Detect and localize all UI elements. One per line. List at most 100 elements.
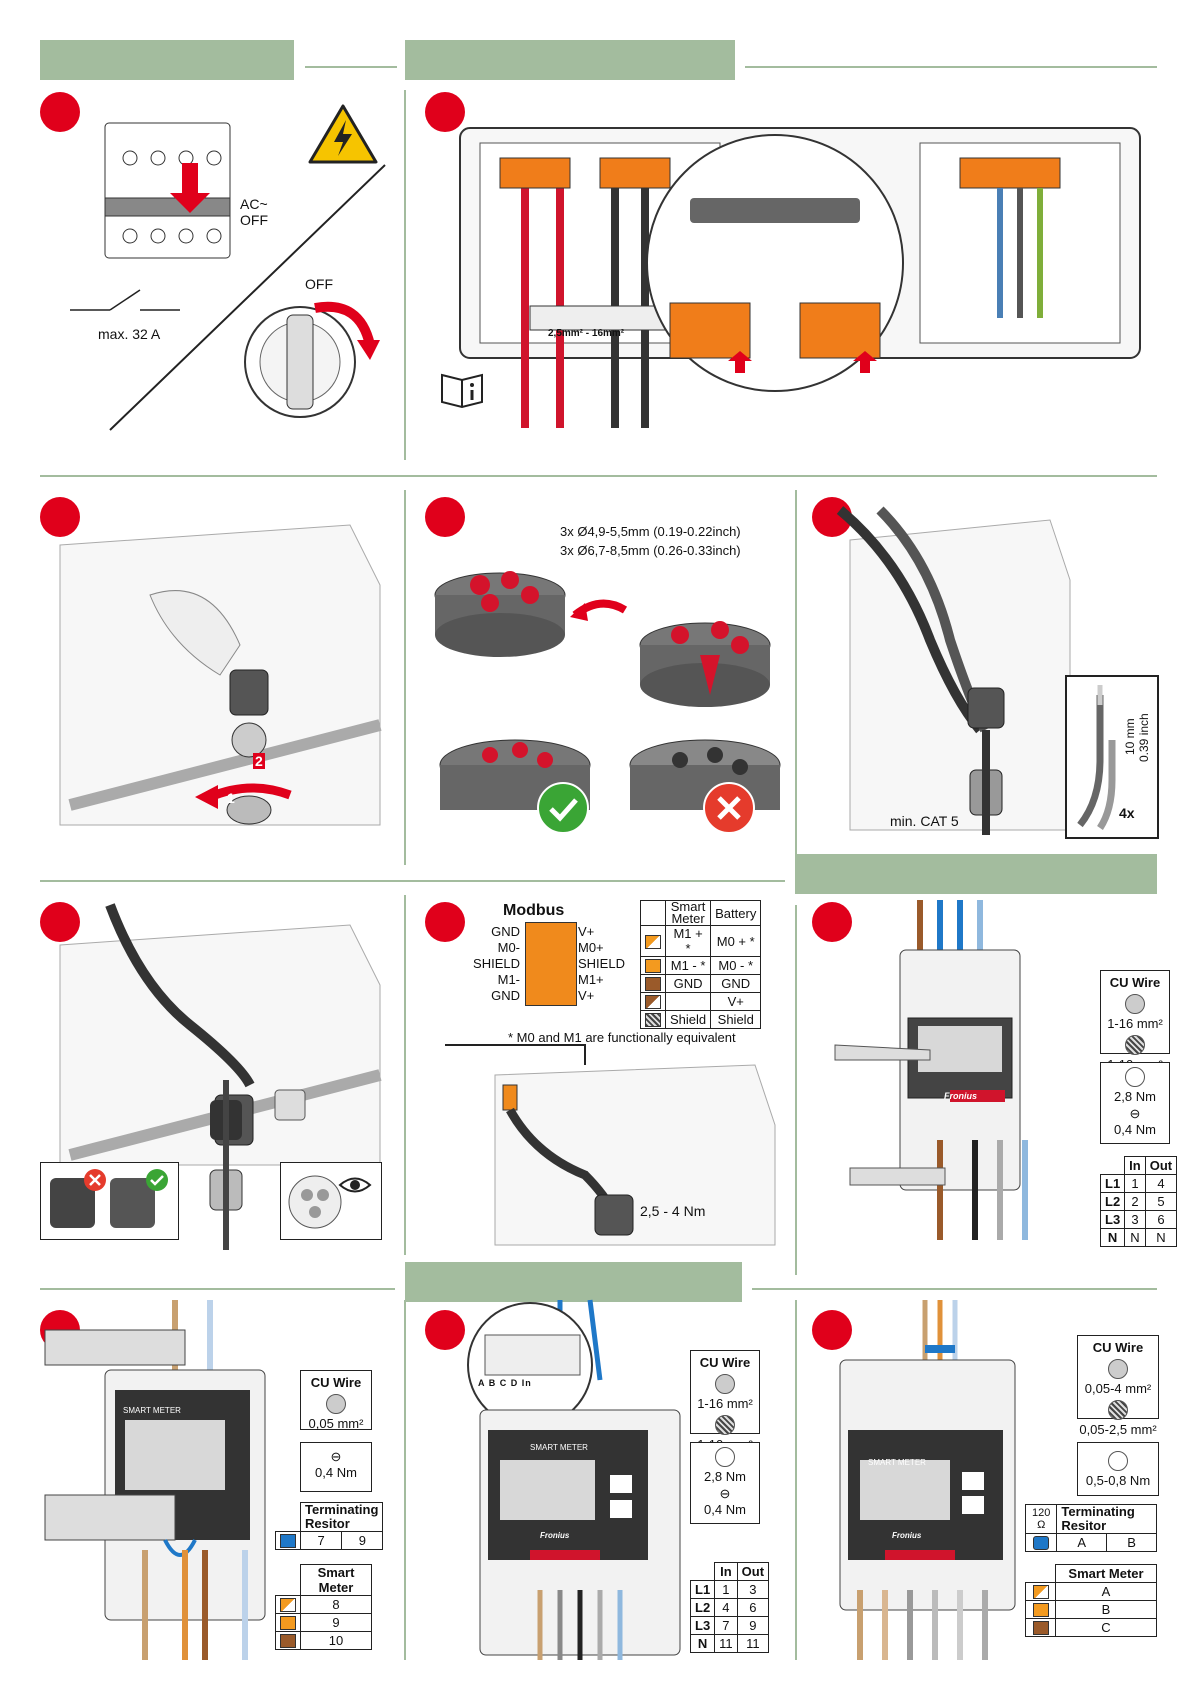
wire-color-swatch [645,995,661,1010]
modbus-left-label: GND [491,924,520,939]
divider [404,490,406,865]
meter4-wire-title: CU Wire [1092,1340,1144,1355]
meter2-illustration [44,1300,266,1660]
meter2-smart-meter-table: Smart Meter 8 9 10 [275,1564,372,1650]
seal-spec-1: 3x Ø4,9-5,5mm (0.19-0.22inch) [560,524,741,539]
table-cell: In [1124,1156,1146,1175]
modbus-left-labels: GND M0- SHIELD M1- GND [440,924,520,1004]
diagonal-separator [109,164,386,431]
table-row: 9 [275,1613,372,1632]
divider [404,1300,406,1660]
rotary-switch-illustration [244,301,380,418]
meter4-wire-2: 0,05-2,5 mm² [1079,1422,1157,1437]
table-row: V+ [640,992,762,1011]
table-cell [664,992,712,1011]
meter4-brand: Fronius [892,1531,922,1540]
table-cell: 11 [714,1634,738,1653]
modbus-right-label: M0+ [578,940,604,955]
step-marker-3 [40,497,80,537]
meter2-sm-title: Smart Meter [300,1564,372,1596]
table-cell: Out [1144,1156,1178,1175]
gland-arrow-1: 1 [227,790,235,806]
wire-color-swatch [645,1013,661,1028]
modbus-right-label: V+ [578,924,595,939]
table-cell: 1 [714,1580,738,1599]
meter3-wire-1: 1-16 mm² [697,1396,753,1411]
max-current-label: max. 32 A [98,326,161,342]
table-cell: 11 [736,1634,770,1653]
gland-parts-illustration [209,1080,306,1250]
ac-breaker-illustration [104,122,231,259]
meter1-torque-box: 2,8 Nm ⊖ 0,4 Nm [1100,1062,1170,1144]
not-ok-cross-icon [703,782,755,834]
wire-color-swatch [645,977,661,992]
gland-arrow-2: 2 [253,753,265,769]
table-row: A [1025,1582,1157,1601]
divider [404,895,406,1255]
meter3-torque-2: 0,4 Nm [704,1502,746,1517]
table-cell: 8 [300,1595,372,1614]
table-cell: C [1055,1618,1157,1637]
meter3-torque-box: 2,8 Nm ⊖ 0,4 Nm [690,1442,760,1524]
modbus-header-cell [640,900,666,926]
meter4-illustration [839,1300,1016,1660]
switch-off-label: OFF [305,276,333,292]
table-cell: M0 - * [710,956,762,975]
table-cell: B [1106,1533,1157,1552]
manual-book-icon [441,373,483,409]
table-cell: M0 + * [710,925,762,957]
table-cell: A [1056,1533,1108,1552]
ac-label-2: OFF [240,212,268,228]
solid-wire-icon [715,1374,735,1394]
terminal-rating-label: 2,5mm² - 16mm² [548,328,625,339]
divider [40,1288,395,1290]
wire-count: 4x [1119,805,1135,821]
wire-color-swatch [280,1598,296,1613]
table-cell: L3 [1099,1210,1126,1229]
phillips-screw-icon [715,1447,735,1467]
ac-label-1: AC~ [240,196,268,212]
meter1-torque-1: 2,8 Nm [1114,1089,1156,1104]
modbus-left-label: M0- [497,940,520,955]
table-cell: B [1055,1600,1157,1619]
table-row: M1 - *M0 - * [640,956,762,975]
warning-electric-icon [308,104,378,164]
table-cell: 9 [341,1531,384,1550]
breaker-symbol-icon [70,289,180,311]
step-marker-4 [425,497,465,537]
modbus-right-label: V+ [578,988,595,1003]
modbus-terminal-block [525,922,577,1006]
table-row: 10 [275,1631,372,1650]
modbus-left-label: GND [491,988,520,1003]
wire-color-swatch [1032,1585,1049,1600]
meter3-wire-title: CU Wire [699,1355,751,1370]
meter1-brand: Fronius [944,1091,977,1101]
meter4-smart-meter-table: Smart Meter A B C [1025,1564,1157,1637]
resistor-icon [1033,1536,1050,1551]
section-band-2 [405,40,735,80]
wire-color-swatch [645,934,661,949]
divider [40,475,1157,477]
divider [795,490,797,865]
table-cell: L2 [1099,1192,1126,1211]
wire-color-swatch [280,1634,296,1649]
table-row: B [1025,1600,1157,1619]
meter2-torque-box: ⊖ 0,4 Nm [300,1442,372,1492]
modbus-wiring-illustration [445,1044,776,1246]
table-cell: L1 [689,1580,716,1599]
step-marker-8 [812,902,852,942]
section-band-1 [40,40,294,80]
solid-wire-icon [1108,1359,1128,1379]
ok-check-icon [537,782,589,834]
table-cell: L3 [689,1616,716,1635]
table-row: 8 [275,1595,372,1614]
wire-color-swatch [1032,1621,1049,1636]
